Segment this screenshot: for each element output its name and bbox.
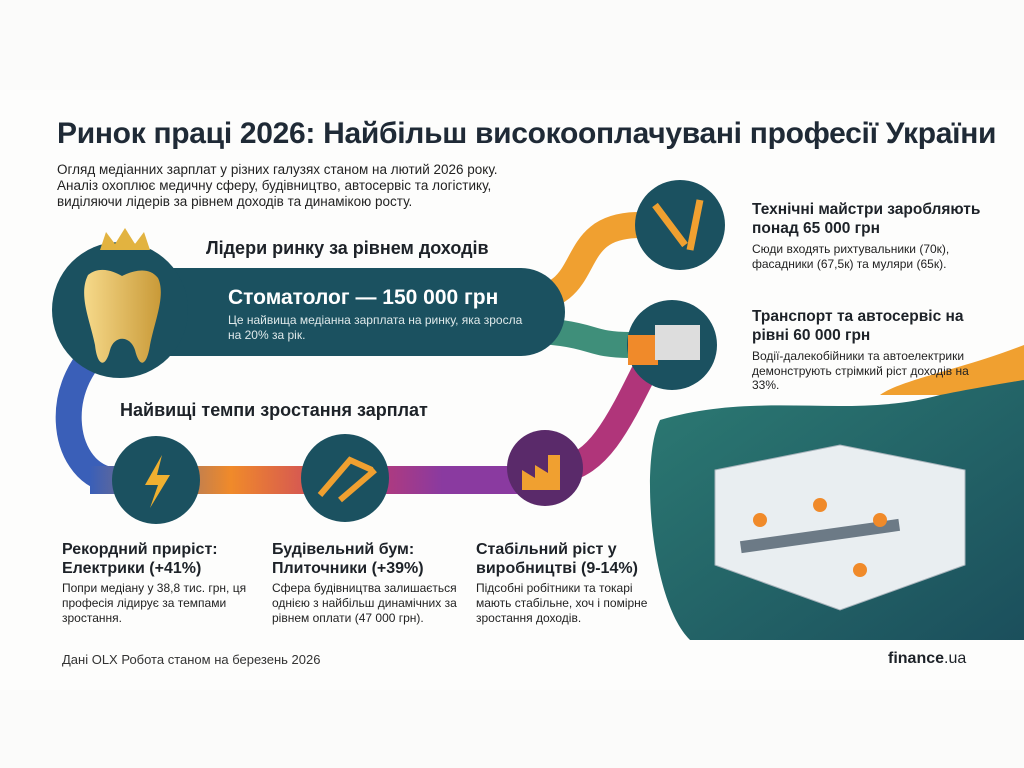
factory-circle [507, 430, 583, 506]
logo-tld: .ua [944, 650, 967, 667]
growth-item-manufacturing: Стабільний ріст у виробництві (9-14%) Пі… [476, 540, 651, 626]
crown-icon [100, 228, 150, 250]
dentist-text: Це найвища медіанна зарплата на ринку, я… [228, 313, 523, 342]
leader-item-transport: Транспорт та автосервіс на рівні 60 000 … [752, 307, 982, 393]
growth-arrow-icon [317, 456, 377, 503]
finance-ua-logo: finance.ua [888, 650, 966, 668]
subtitle: Огляд медіанних зарплат у різних галузях… [57, 162, 577, 210]
growth-item-tilers: Будівельний бум: Плиточники (+39%) Сфера… [272, 540, 462, 626]
growth-item-text: Сфера будівництва залишається однією з н… [272, 581, 457, 625]
factory-icon [522, 455, 560, 490]
growth-item-electricians: Рекордний приріст: Електрики (+41%) Попр… [62, 540, 252, 626]
leader-item-title: Транспорт та автосервіс на рівні 60 000 … [752, 308, 964, 344]
leader-item-title: Технічні майстри заробляють понад 65 000… [752, 201, 981, 237]
subtitle-line: Аналіз охоплює медичну сферу, будівництв… [57, 178, 492, 193]
tooth-icon [84, 269, 161, 363]
dentist-headline: Стоматолог — 150 000 грн [228, 286, 499, 309]
subtitle-line: виділяючи лідерів за рівнем доходів та д… [57, 194, 413, 209]
truck-icon [628, 335, 658, 365]
growth-heading: Найвищі темпи зростання зарплат [120, 400, 428, 420]
tools-circle [635, 180, 725, 270]
growth-item-title: Рекордний приріст: Електрики (+41%) [62, 541, 218, 577]
tools-icon [652, 199, 704, 251]
tile-circle [301, 434, 389, 522]
leader-pill [60, 268, 565, 356]
leader-item-technicians: Технічні майстри заробляють понад 65 000… [752, 200, 1002, 271]
orange-swoosh [880, 345, 1024, 395]
growth-item-title: Стабільний ріст у виробництві (9-14%) [476, 541, 638, 577]
logo-main: finance [888, 650, 945, 667]
leader-item-text: Сюди входять рихтувальники (70к), фасадн… [752, 242, 950, 271]
page-title: Ринок праці 2026: Найбільш високооплачув… [57, 117, 997, 150]
subtitle-line: Огляд медіанних зарплат у різних галузях… [57, 162, 498, 177]
source-note: Дані OLX Робота станом на березень 2026 [62, 652, 321, 667]
leaders-heading: Лідери ринку за рівнем доходів [206, 238, 489, 258]
lightning-icon [145, 455, 170, 508]
leader-item-text: Водії-далекобійники та автоелектрики дем… [752, 349, 969, 392]
growth-item-title: Будівельний бум: Плиточники (+39%) [272, 541, 424, 577]
growth-item-text: Попри медіану у 38,8 тис. грн, ця профес… [62, 581, 247, 625]
growth-item-text: Підсобні робітники та токарі мають стабі… [476, 581, 648, 625]
